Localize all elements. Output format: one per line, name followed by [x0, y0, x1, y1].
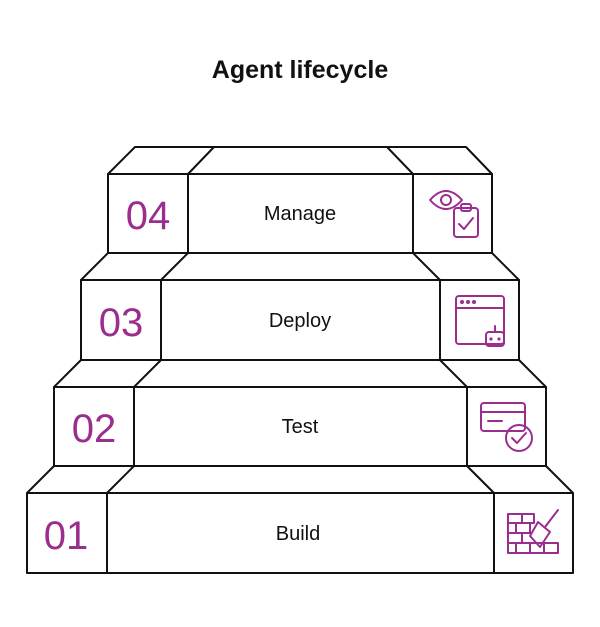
browser-bot-icon — [455, 295, 505, 347]
step-02-number: 02 — [72, 407, 117, 451]
step-03-shape — [80, 252, 520, 361]
card-check-icon — [480, 402, 533, 452]
step-01: 01 Build — [26, 465, 574, 574]
diagram-title: Agent lifecycle — [211, 56, 389, 84]
step-03-label: Deploy — [269, 310, 331, 332]
step-02: 02 Test — [53, 359, 547, 467]
step-04-number: 04 — [126, 194, 171, 238]
step-02-label: Test — [282, 416, 319, 438]
step-04: 04 Manage — [107, 146, 493, 254]
step-01-shape — [26, 465, 574, 574]
step-01-number: 01 — [44, 514, 89, 558]
eye-clipboard-icon — [429, 190, 479, 238]
step-04-shape — [107, 146, 493, 254]
step-03-number: 03 — [99, 301, 144, 345]
step-03: 03 Deploy — [80, 252, 520, 361]
step-04-label: Manage — [264, 203, 336, 225]
step-01-label: Build — [276, 523, 320, 545]
brick-wall-trowel-icon — [507, 509, 559, 554]
step-02-shape — [53, 359, 547, 467]
